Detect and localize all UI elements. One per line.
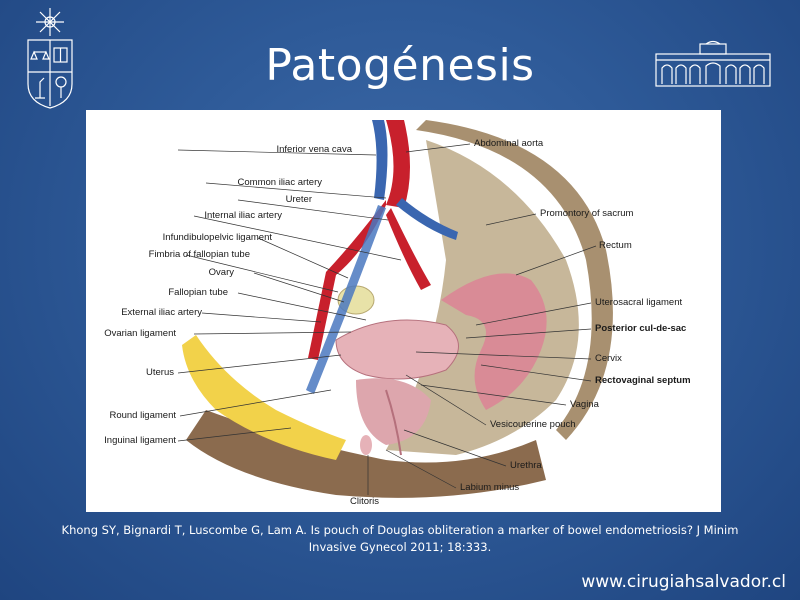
page-title: Patogénesis <box>265 40 535 91</box>
label-posterior-cul-de-sac: Posterior cul-de-sac <box>595 323 687 334</box>
label-uterosacral-ligament: Uterosacral ligament <box>595 297 683 308</box>
label-common-iliac-artery: Common iliac artery <box>237 177 322 188</box>
iliac-vein <box>396 198 458 240</box>
footer-url: www.cirugiahsalvador.cl <box>581 572 786 592</box>
citation-text: Khong SY, Bignardi T, Luscombe G, Lam A.… <box>61 523 739 554</box>
label-fimbria-of-fallopian-tube: Fimbria of fallopian tube <box>148 249 250 260</box>
pelvic-floor <box>186 410 546 498</box>
building-facade-icon <box>654 40 772 88</box>
label-inferior-vena-cava: Inferior vena cava <box>276 144 352 155</box>
inferior-vena-cava <box>372 120 388 200</box>
abdominal-aorta <box>386 120 410 208</box>
label-infundibulopelvic-ligament: Infundibulopelvic ligament <box>162 232 272 243</box>
label-ovarian-ligament: Ovarian ligament <box>104 328 176 339</box>
label-clitoris: Clitoris <box>350 496 380 507</box>
label-rectovaginal-septum: Rectovaginal septum <box>595 375 691 386</box>
label-fallopian-tube: Fallopian tube <box>168 287 228 298</box>
label-inguinal-ligament: Inguinal ligament <box>104 435 176 446</box>
label-labium-minus: Labium minus <box>460 482 520 493</box>
label-ovary: Ovary <box>208 267 234 278</box>
label-round-ligament: Round ligament <box>109 410 176 421</box>
label-promontory-of-sacrum: Promontory of sacrum <box>540 208 634 219</box>
label-abdominal-aorta: Abdominal aorta <box>474 138 544 149</box>
rectum <box>441 273 547 410</box>
internal-iliac-artery <box>386 208 431 290</box>
university-crest-icon <box>22 6 78 110</box>
anatomy-figure: Inferior vena cava Common iliac artery U… <box>86 110 721 512</box>
label-external-iliac-artery: External iliac artery <box>121 307 202 318</box>
label-urethra: Urethra <box>510 460 542 471</box>
label-rectum: Rectum <box>599 240 632 251</box>
vaginal-canal <box>385 389 402 456</box>
label-cervix: Cervix <box>595 353 622 364</box>
label-vagina: Vagina <box>570 399 599 410</box>
label-ureter: Ureter <box>285 194 312 205</box>
label-uterus: Uterus <box>146 367 174 378</box>
bladder <box>356 378 431 445</box>
pelvis-illustration <box>177 120 613 498</box>
mons-fat <box>182 335 346 460</box>
label-internal-iliac-artery: Internal iliac artery <box>204 210 282 221</box>
label-vesicouterine-pouch: Vesicouterine pouch <box>490 419 576 430</box>
posterior-wall <box>416 120 613 440</box>
uterus <box>335 319 459 380</box>
clitoris-shape <box>360 435 372 455</box>
